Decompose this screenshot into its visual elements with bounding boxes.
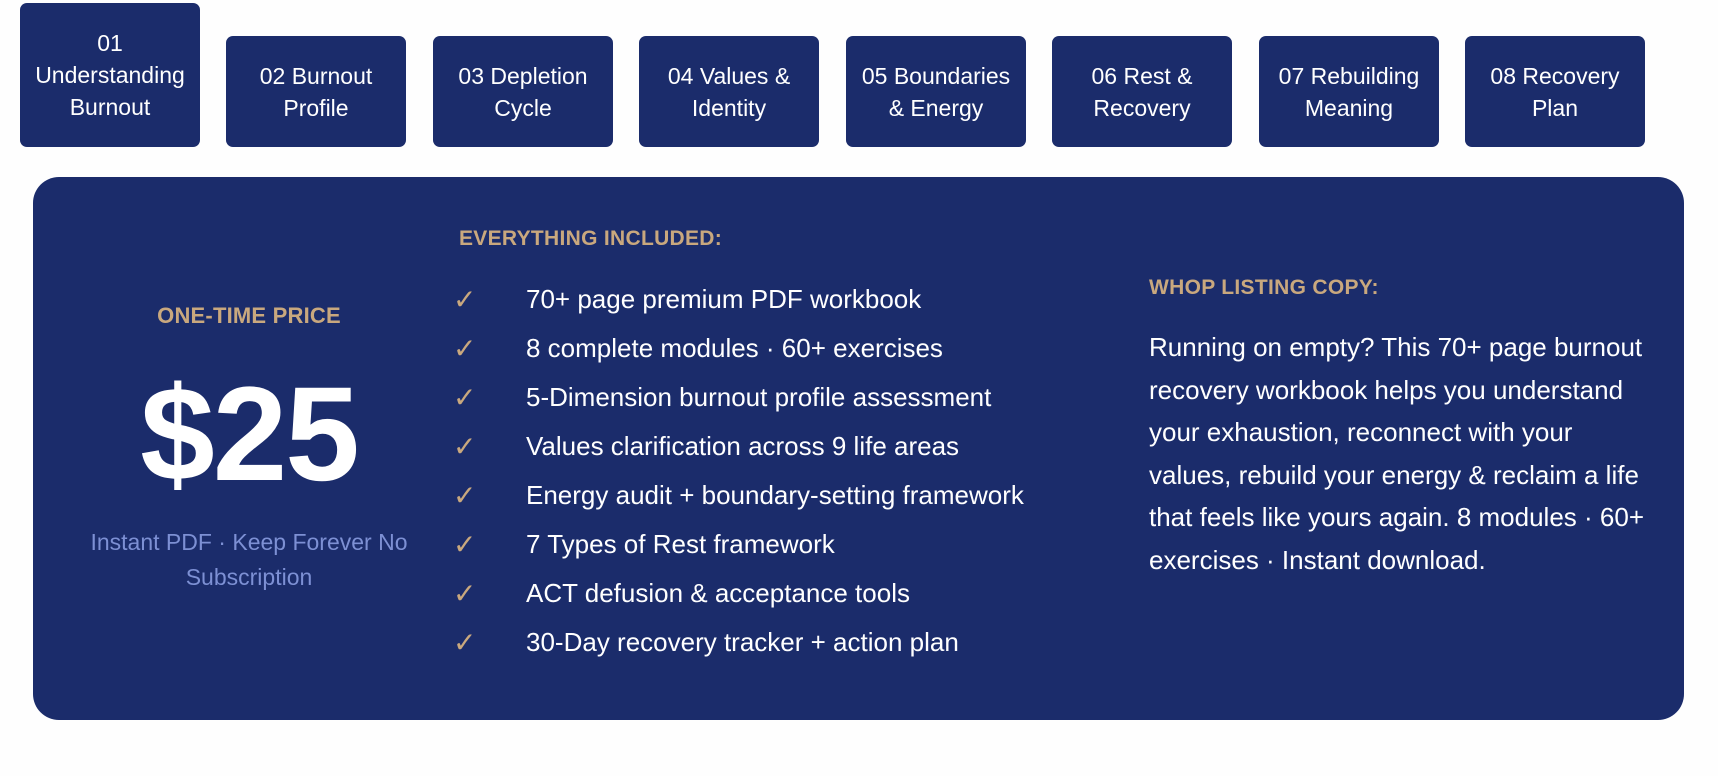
checkmark-icon: ✓ [453,431,477,462]
list-item: ✓ 70+ page premium PDF workbook [453,275,1024,324]
tab-title: Values & Identity [691,62,791,121]
tab-title: Understanding Burnout [35,62,185,120]
included-list: ✓ 70+ page premium PDF workbook ✓ 8 comple… [453,275,1024,667]
tab-title: Rebuilding Meaning [1304,62,1420,121]
price-subtext: Instant PDF · Keep Forever No Subscripti… [90,529,408,590]
tab-module-08[interactable]: 08 Recovery Plan [1465,36,1645,147]
tab-module-06[interactable]: 06 Rest & Recovery [1052,36,1232,147]
list-item: ✓ Values clarification across 9 life area… [453,422,1024,471]
listing-copy-text: Running on empty? This 70+ page burnout … [1149,332,1645,575]
tab-title: Recovery Plan [1522,62,1620,121]
tab-number: 05 [861,62,888,89]
list-item: ✓ 8 complete modules · 60+ exercises [453,324,1024,373]
tab-number: 06 [1091,62,1118,89]
tab-title: Rest & Recovery [1093,62,1193,121]
list-item-label: 70+ page premium PDF workbook [526,284,922,314]
list-item-label: Energy audit + boundary-setting framewor… [526,480,1024,510]
listing-copy-title: WHOP LISTING COPY: [1149,276,1379,299]
list-item: ✓ 30-Day recovery tracker + action plan [453,618,1024,667]
list-item: ✓ 5-Dimension burnout profile assessment [453,373,1024,422]
price-amount: $25 [140,360,360,509]
tab-title: Burnout Profile [283,62,373,121]
list-item: ✓ ACT defusion & acceptance tools [453,569,1024,618]
tab-module-07[interactable]: 07 Rebuilding Meaning [1259,36,1439,147]
tab-number: 03 [458,62,484,89]
checkmark-icon: ✓ [453,284,477,315]
list-item-label: ACT defusion & acceptance tools [526,578,910,608]
checkmark-icon: ✓ [453,627,477,658]
checkmark-icon: ✓ [453,578,477,609]
list-item-label: Values clarification across 9 life areas [526,431,960,461]
tab-number: 04 [667,62,694,89]
list-item: ✓ Energy audit + boundary-setting framewo… [453,471,1024,520]
tab-number: 08 [1490,62,1517,89]
list-item-label: 30-Day recovery tracker + action plan [526,627,959,657]
checkmark-icon: ✓ [453,382,477,413]
list-item-label: 7 Types of Rest framework [526,529,835,559]
tab-number: 07 [1278,62,1305,89]
price-label: ONE-TIME PRICE [157,303,341,328]
pricing-panel: ONE-TIME PRICE $25 Instant PDF · Keep Fo… [33,177,1684,720]
tab-module-02[interactable]: 02 Burnout Profile [226,36,406,147]
list-item-label: 5-Dimension burnout profile assessment [526,382,992,412]
tab-module-04[interactable]: 04 Values & Identity [639,36,819,147]
tab-title: Depletion Cycle [490,62,588,121]
tab-number: 01 [97,30,123,56]
checkmark-icon: ✓ [453,480,477,511]
included-title: EVERYTHING INCLUDED: [459,227,723,250]
tab-module-05[interactable]: 05 Boundaries & Energy [846,36,1026,147]
tab-number: 02 [259,62,286,89]
checkmark-icon: ✓ [453,333,477,364]
checkmark-icon: ✓ [453,529,477,560]
tab-module-03[interactable]: 03 Depletion Cycle [433,36,613,147]
list-item-label: 8 complete modules · 60+ exercises [526,333,943,363]
list-item: ✓ 7 Types of Rest framework [453,520,1024,569]
tab-title: Boundaries & Energy [888,62,1011,121]
